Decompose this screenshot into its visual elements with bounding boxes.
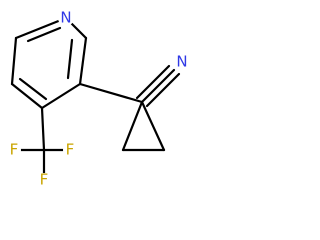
bond-cyclopropane-1: [121, 100, 144, 152]
bond-c2-c3: [78, 36, 88, 86]
ring-nitrogen-label: N: [60, 9, 71, 27]
bond-cyclopropane-3: [140, 100, 166, 152]
trifluoromethyl-group: [12, 106, 72, 175]
fluorine-bottom-background: [37, 173, 51, 187]
pyridine-ring: [10, 16, 88, 110]
bond-c4-c5: [10, 82, 44, 110]
nitrile-nitrogen-background: [174, 54, 190, 70]
bond-ring-cyclopropyl: [78, 82, 144, 104]
nitrile-triple-bond-center: [140, 68, 176, 104]
aromatic-inner-bond-1: [66, 38, 74, 80]
bond-c6-n1: [14, 16, 68, 40]
bond-c3-c4: [40, 82, 82, 110]
cyclopropane-nitrile-group: [78, 64, 181, 152]
fluorine-right-label: F: [66, 141, 75, 159]
fluorine-left-background: [7, 143, 21, 157]
molecule-structure: N N F F F: [7, 8, 190, 189]
bond-ring-cf3: [40, 106, 46, 152]
nitrile-nitrogen-label: N: [176, 53, 187, 71]
fluorine-right-background: [63, 143, 77, 157]
fluorine-left-label: F: [10, 141, 19, 159]
atom-labels: N N F F F: [10, 9, 188, 189]
fluorine-bottom-label: F: [40, 171, 49, 189]
nitrile-triple-bond-lower: [145, 72, 181, 108]
bond-c5-c6: [10, 36, 18, 86]
ring-nitrogen-background: [58, 10, 74, 26]
nitrile-triple-bond-upper: [135, 64, 171, 100]
aromatic-inner-bond-3: [26, 26, 62, 43]
aromatic-inner-bond-2: [18, 77, 48, 101]
atom-label-backgrounds: [7, 10, 190, 187]
